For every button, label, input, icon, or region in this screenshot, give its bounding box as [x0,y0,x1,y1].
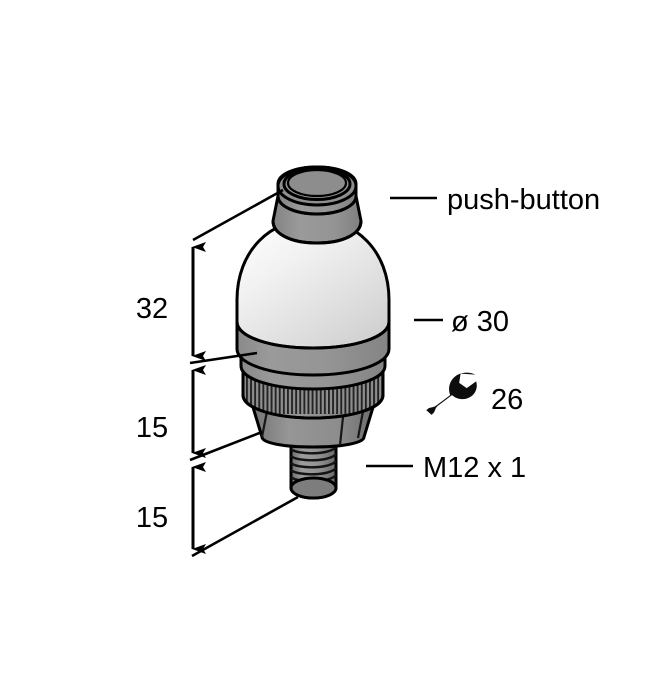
wrench-size-label: 26 [491,384,523,416]
extension-line-mid-2 [189,430,263,462]
diameter-label: ø 30 [451,306,509,338]
wrench-icon [426,372,477,415]
callout-push-button: push-button [390,184,600,216]
cap-top-face [286,168,348,198]
dimension-label-32: 32 [136,293,168,325]
sensor-dome-lens [235,217,391,350]
thread-label: M12 x 1 [423,452,526,484]
m12-thread-connector [289,434,338,500]
dimension-extension-lines [189,188,299,558]
callout-diameter: ø 30 [414,306,509,338]
callout-annotations: push-button ø 30 26 M12 x 1 [366,184,600,484]
push-button-cap[interactable] [271,165,363,245]
extension-line-mid-1 [189,351,258,365]
extension-line-top [192,188,284,242]
dimension-label-15-lower: 15 [136,502,168,534]
dimension-value-labels: 32 15 15 [136,293,168,534]
dimension-label-15-upper: 15 [136,412,168,444]
callout-wrench-size: 26 [426,372,523,416]
callout-thread: M12 x 1 [366,452,526,484]
push-button-label: push-button [447,184,600,216]
connector-end-face [289,476,338,500]
sensor-product-illustration [235,165,391,500]
extension-line-bottom [191,495,299,558]
